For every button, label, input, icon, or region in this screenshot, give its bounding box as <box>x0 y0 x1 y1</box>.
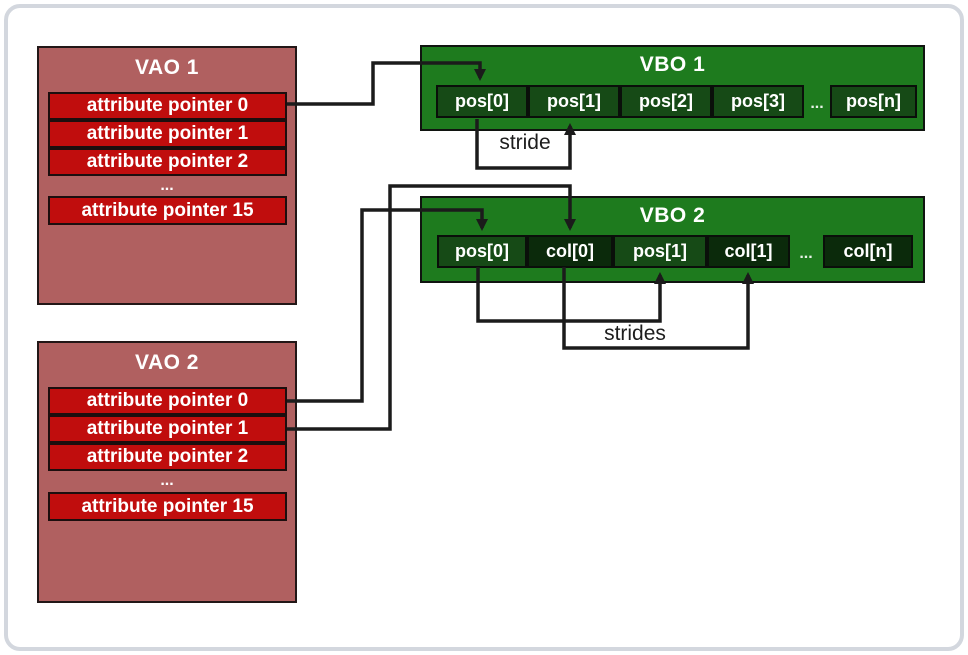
vao2-attribute-pointer-15: attribute pointer 15 <box>48 492 287 521</box>
vbo1-title: VBO 1 <box>639 53 706 76</box>
vbo2-ellipsis: ... <box>799 245 813 262</box>
vbo1-cell-pos1: pos[1] <box>528 85 620 118</box>
vbo1-cell-pos0: pos[0] <box>436 85 528 118</box>
vao2-attribute-pointer-1: attribute pointer 1 <box>48 415 287 443</box>
stride-label: stride <box>499 131 551 154</box>
vbo2-cell-col1: col[1] <box>707 235 790 268</box>
vao1-attribute-pointer-0: attribute pointer 0 <box>48 92 287 120</box>
strides-label: strides <box>604 322 666 345</box>
vbo2-cell-pos0: pos[0] <box>437 235 527 268</box>
vao1-ellipsis: ... <box>160 177 174 194</box>
vao1-title: VAO 1 <box>135 56 199 79</box>
vbo1-cell-pos3: pos[3] <box>712 85 804 118</box>
vbo1-cell-posn: pos[n] <box>830 85 917 118</box>
vbo2-cell-pos1: pos[1] <box>613 235 707 268</box>
vao2-title: VAO 2 <box>135 351 199 374</box>
vao1-attribute-pointer-2: attribute pointer 2 <box>48 148 287 176</box>
vbo1-box: VBO 1 pos[0] pos[1] pos[2] pos[3] ... po… <box>420 45 925 131</box>
vao2-attribute-pointer-0: attribute pointer 0 <box>48 387 287 415</box>
vbo2-cell-coln: col[n] <box>823 235 913 268</box>
vao2-box: VAO 2 attribute pointer 0 attribute poin… <box>37 341 297 603</box>
vbo2-title: VBO 2 <box>639 204 706 227</box>
vbo2-cell-col0: col[0] <box>527 235 613 268</box>
vao1-box: VAO 1 attribute pointer 0 attribute poin… <box>37 46 297 305</box>
vao2-ellipsis: ... <box>160 472 174 489</box>
vbo1-cell-pos2: pos[2] <box>620 85 712 118</box>
vao1-attribute-pointer-1: attribute pointer 1 <box>48 120 287 148</box>
vao1-attribute-pointer-15: attribute pointer 15 <box>48 196 287 225</box>
vao2-attribute-pointer-2: attribute pointer 2 <box>48 443 287 471</box>
vbo2-box: VBO 2 pos[0] col[0] pos[1] col[1] ... co… <box>420 196 925 283</box>
vbo1-ellipsis: ... <box>810 95 824 112</box>
